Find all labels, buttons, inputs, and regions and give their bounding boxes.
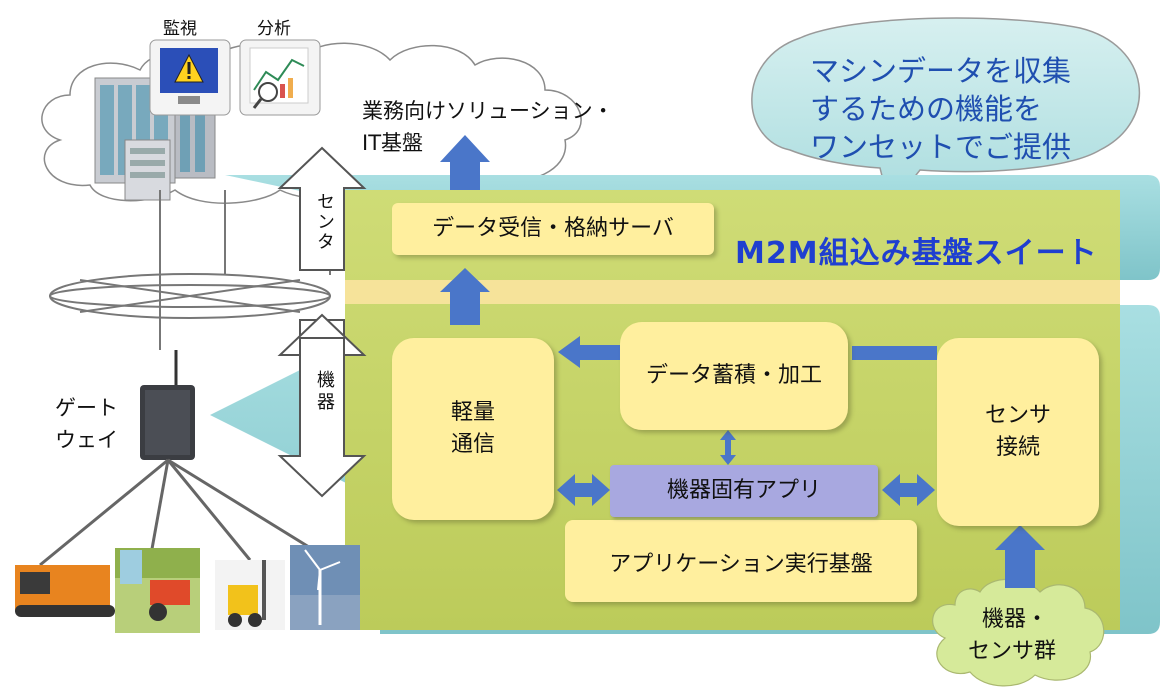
light-comm-box: 軽量 通信 [392,338,554,520]
sensor-connect-label-1: センサ [984,403,1051,429]
data-storage-label: データ蓄積・加工 [645,363,822,389]
device-app-box: 機器固有アプリ [610,465,878,517]
arrow-sensor-to-storage [852,346,937,360]
arrow-to-receiver [440,268,490,325]
sensor-cloud [932,578,1105,687]
analysis-label: 分析 [257,19,291,39]
sensor-connect-box: センサ 接続 [937,338,1099,526]
wind-turbine-icon [290,545,360,630]
arrow-app-sensor [882,474,935,506]
gateway-label-2: ウェイ [55,428,118,452]
gateway-router-icon [39,350,331,567]
sensor-group-label-2: センサ群 [968,639,1057,664]
analysis-icon [239,39,321,116]
receiver-server-box: データ受信・格納サーバ [392,203,714,255]
monitoring-icon [149,39,231,116]
platform-box: アプリケーション実行基盤 [565,520,917,602]
arrow-to-cloud [440,135,490,190]
monitor-label: 監視 [163,19,197,39]
it-base-label: IT基盤 [362,131,424,155]
sensor-group-label-1: 機器・ [982,607,1049,632]
bubble-line-1: マシンデータを収集 [810,54,1072,88]
device-arrow-label: 機器 [314,370,335,414]
gateway-label-1: ゲート [55,396,118,420]
device-app-label: 機器固有アプリ [666,478,821,504]
data-storage-box: データ蓄積・加工 [620,322,848,430]
light-comm-label-1: 軽量 [450,400,495,426]
receiver-server-label: データ受信・格納サーバ [432,216,674,242]
arrow-storage-app [720,430,736,465]
center-arrow-label: センタ [314,192,335,252]
arrow-from-sensors [995,525,1045,588]
agriculture-icon [115,548,200,633]
suite-title: M2M組込み基盤スイート [735,236,1098,271]
bubble-line-2: するための機能を [810,92,1043,126]
center-arrow [277,146,367,271]
solution-label: 業務向けソリューション・ [362,99,614,123]
forklift-icon [215,560,285,630]
device-arrow [277,313,367,498]
arrow-storage-to-comm [558,336,620,368]
flow-arrows [440,135,1045,588]
platform-label: アプリケーション実行基盤 [609,552,873,578]
light-comm-label-2: 通信 [450,432,495,457]
sensor-connect-label-2: 接続 [995,435,1040,460]
network-ring [49,190,331,350]
arrow-comm-app [557,474,610,506]
bubble-line-3: ワンセットでご提供 [810,130,1072,164]
dump-truck-icon [15,565,115,617]
